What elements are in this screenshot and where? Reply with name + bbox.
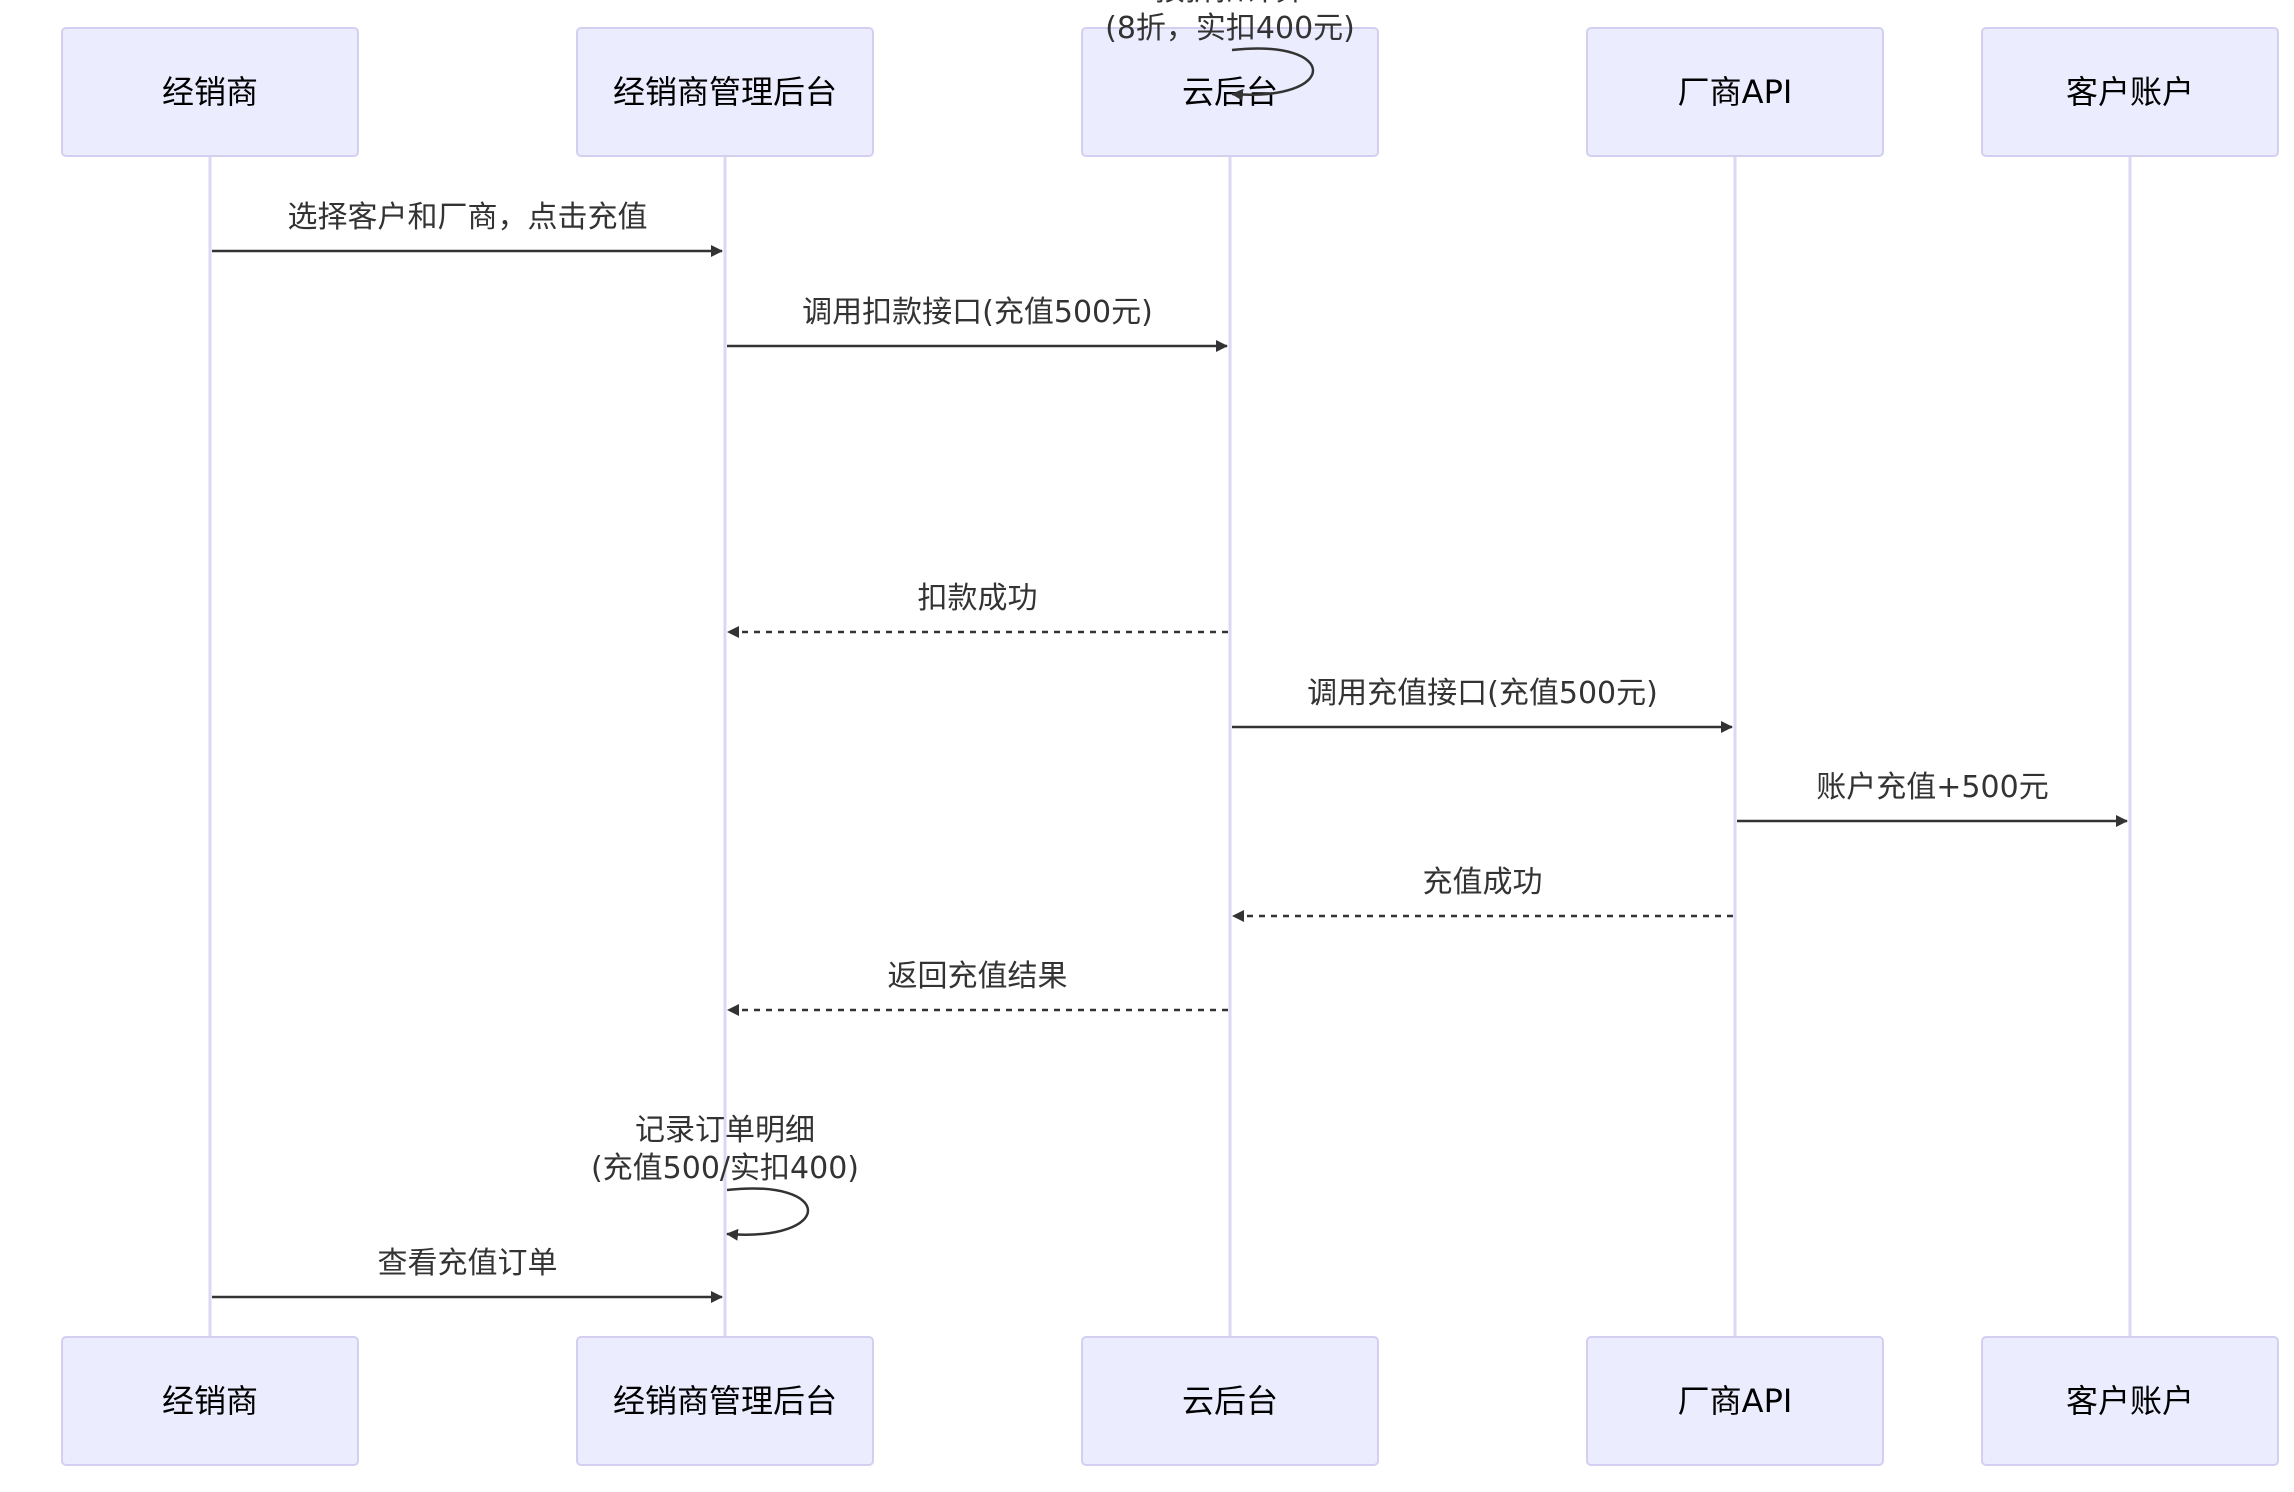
actor-vendor_api-bottom: 厂商API bbox=[1586, 1336, 1884, 1466]
actors-top: 经销商 经销商管理后台 云后台 厂商API 客户账户 bbox=[61, 27, 2279, 157]
actor-label: 经销商 bbox=[162, 73, 258, 111]
actor-box bbox=[1981, 27, 2279, 157]
message-label: 账户充值+500元 bbox=[1816, 770, 2048, 805]
message-8: 返回充值结果 bbox=[727, 959, 1228, 1016]
message-label: 充值成功 bbox=[1423, 865, 1543, 900]
actor-box bbox=[1586, 27, 1884, 157]
message-label: 调用扣款接口(充值500元) bbox=[802, 295, 1153, 330]
actors-bottom: 经销商 经销商管理后台 云后台 厂商API 客户账户 bbox=[61, 1336, 2279, 1466]
message-label: 按折扣计算 bbox=[1155, 0, 1305, 8]
actor-label: 厂商API bbox=[1678, 73, 1793, 111]
actor-vendor_api-top: 厂商API bbox=[1586, 27, 1884, 157]
actor-box bbox=[61, 1336, 359, 1466]
actor-dealer-top: 经销商 bbox=[61, 27, 359, 157]
message-5: 调用充值接口(充值500元) bbox=[1232, 676, 1733, 733]
actor-label: 厂商API bbox=[1678, 1382, 1793, 1420]
message-6: 账户充值+500元 bbox=[1737, 770, 2128, 827]
actor-label: 经销商 bbox=[162, 1382, 258, 1420]
actor-box bbox=[1586, 1336, 1884, 1466]
actor-label: 经销商管理后台 bbox=[613, 73, 837, 111]
actor-box bbox=[1081, 1336, 1379, 1466]
actor-cloud-top: 云后台 bbox=[1081, 27, 1379, 157]
lifelines bbox=[208, 156, 2132, 1337]
message-label: 扣款成功 bbox=[918, 581, 1038, 616]
message-7: 充值成功 bbox=[1232, 865, 1733, 922]
actor-customer-top: 客户账户 bbox=[1981, 27, 2279, 157]
message-label: 调用充值接口(充值500元) bbox=[1307, 676, 1658, 711]
self-arrow bbox=[1231, 47, 1314, 101]
actor-box bbox=[1981, 1336, 2279, 1466]
message-10: 查看充值订单 bbox=[212, 1246, 723, 1303]
actor-label: 客户账户 bbox=[2066, 73, 2194, 111]
message-2: 调用扣款接口(充值500元) bbox=[727, 295, 1228, 352]
actor-customer-bottom: 客户账户 bbox=[1981, 1336, 2279, 1466]
message-9: 记录订单明细(充值500/实扣400) bbox=[591, 1113, 859, 1241]
message-1: 选择客户和厂商，点击充值 bbox=[212, 200, 723, 257]
self-arrow bbox=[726, 1187, 809, 1241]
actor-dealer_admin-top: 经销商管理后台 bbox=[576, 27, 874, 157]
message-label: 返回充值结果 bbox=[888, 959, 1068, 994]
message-label: (充值500/实扣400) bbox=[591, 1151, 859, 1186]
message-label: 选择客户和厂商，点击充值 bbox=[288, 200, 648, 235]
message-label: (8折，实扣400元) bbox=[1105, 11, 1355, 46]
actor-box bbox=[576, 27, 874, 157]
actor-box bbox=[1081, 27, 1379, 157]
actor-label: 云后台 bbox=[1182, 73, 1278, 111]
actor-box bbox=[61, 27, 359, 157]
actor-label: 云后台 bbox=[1182, 1382, 1278, 1420]
actor-label: 客户账户 bbox=[2066, 1382, 2194, 1420]
message-label: 记录订单明细 bbox=[635, 1113, 815, 1148]
actor-label: 经销商管理后台 bbox=[613, 1382, 837, 1420]
actor-dealer_admin-bottom: 经销商管理后台 bbox=[576, 1336, 874, 1466]
actor-box bbox=[576, 1336, 874, 1466]
actor-cloud-bottom: 云后台 bbox=[1081, 1336, 1379, 1466]
message-label: 查看充值订单 bbox=[378, 1246, 558, 1281]
message-4: 扣款成功 bbox=[727, 581, 1228, 638]
actor-dealer-bottom: 经销商 bbox=[61, 1336, 359, 1466]
message-3: 按折扣计算 (8折，实扣400元) bbox=[1105, 0, 1355, 101]
